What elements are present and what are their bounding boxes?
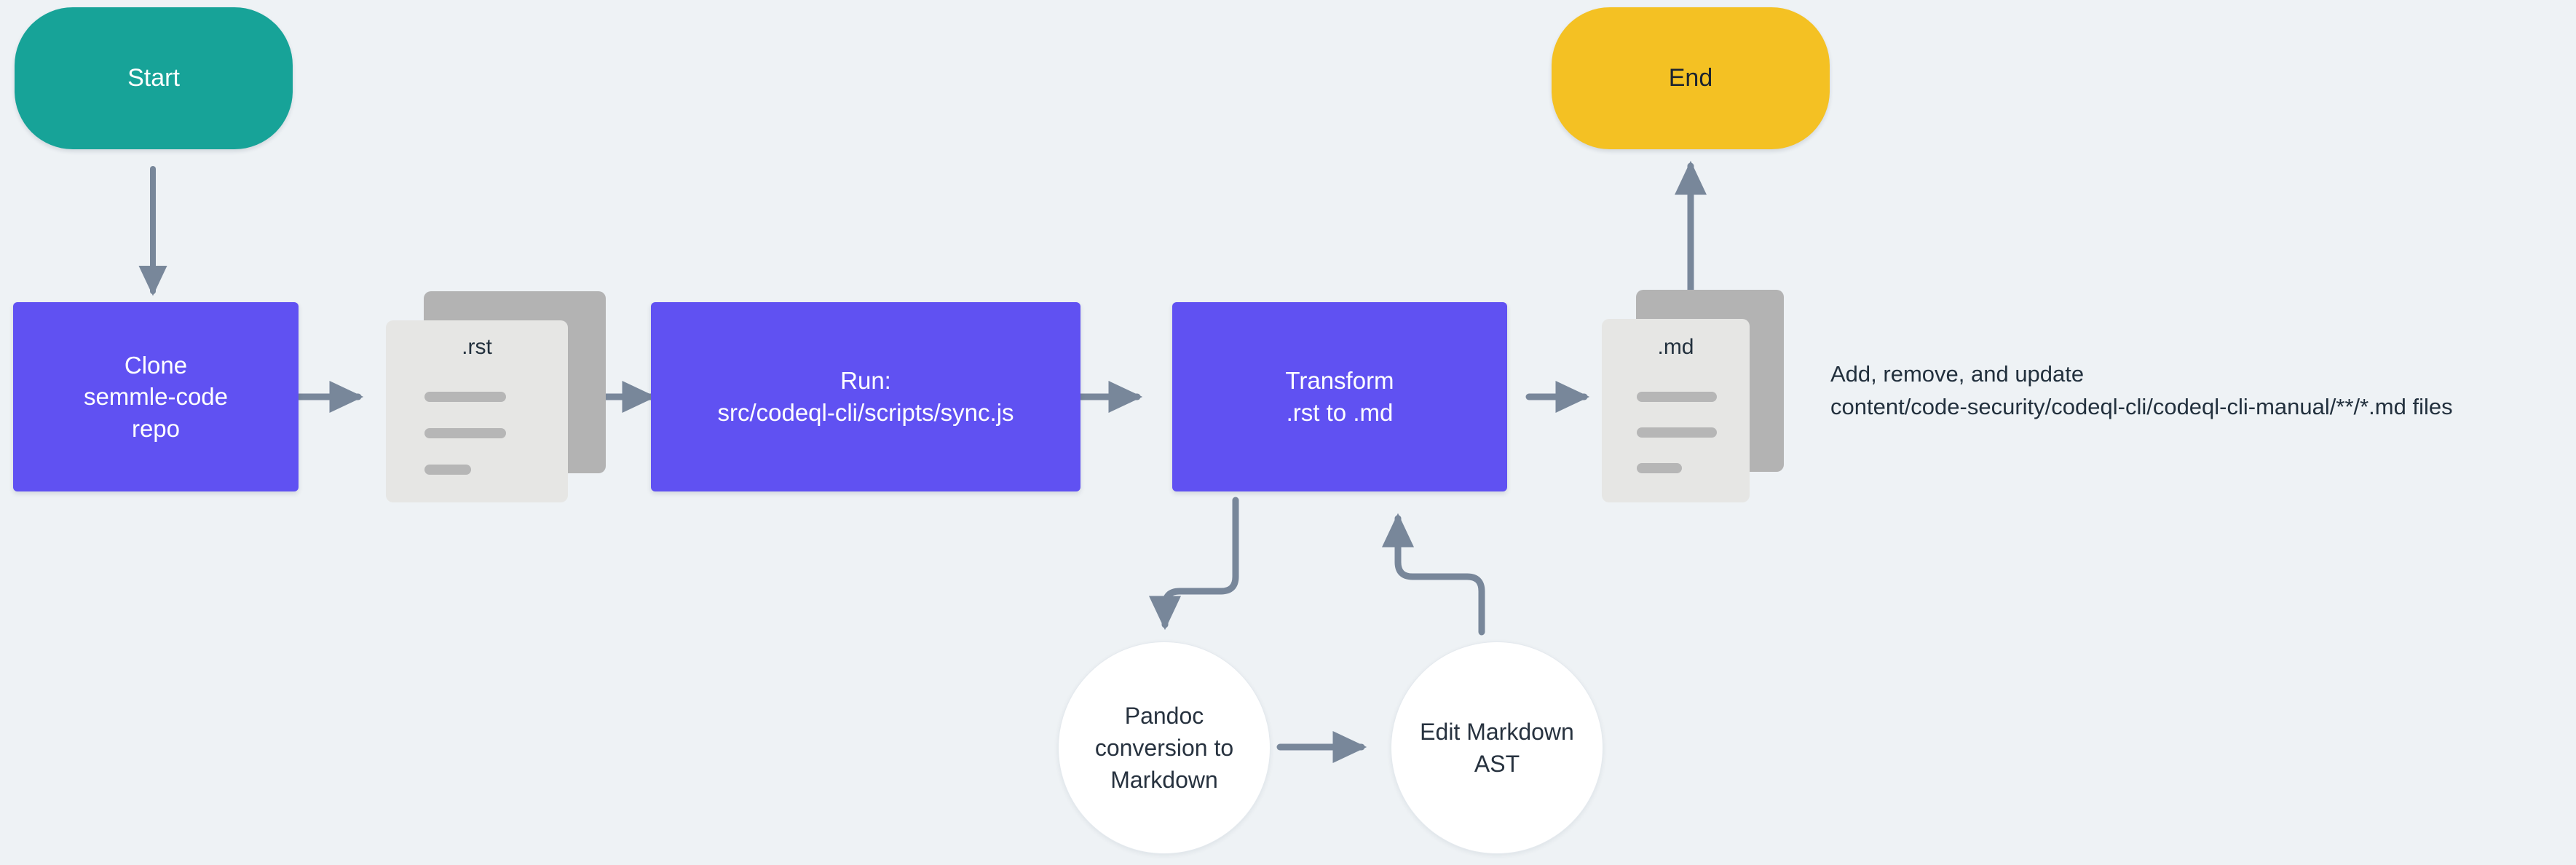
node-run-script-label: Run: src/codeql-cli/scripts/sync.js (717, 367, 1014, 426)
node-end[interactable]: End (1552, 7, 1830, 149)
node-clone-repo-label: Clone semmle-code repo (83, 351, 229, 442)
doc-line-2-icon (424, 428, 506, 438)
node-start-label: Start (127, 64, 180, 92)
edge-transform-to-pandoc (1148, 497, 1239, 631)
edge-editast-to-transform (1381, 513, 1485, 636)
doc-line-2-icon (1637, 427, 1717, 438)
annotation-md-note: Add, remove, and update content/code-sec… (1830, 361, 2453, 419)
node-clone-repo[interactable]: Clone semmle-code repo (13, 302, 299, 491)
doc-line-3-icon (1637, 463, 1682, 473)
node-transform-label: Transform .rst to .md (1285, 367, 1394, 426)
node-pandoc-conversion-label: Pandoc conversion to Markdown (1094, 702, 1234, 794)
node-transform[interactable]: Transform .rst to .md (1172, 302, 1507, 491)
document-stack-rst-label: .rst (462, 335, 492, 359)
node-run-script[interactable]: Run: src/codeql-cli/scripts/sync.js (651, 302, 1080, 491)
doc-line-1-icon (424, 392, 506, 402)
document-stack-rst[interactable]: .rst (386, 291, 606, 502)
node-edit-markdown-ast-label: Edit Markdown AST (1420, 718, 1574, 777)
document-stack-md[interactable]: .md (1602, 290, 1784, 502)
node-edit-markdown-ast[interactable]: Edit Markdown AST (1391, 641, 1603, 854)
doc-line-1-icon (1637, 392, 1717, 402)
node-pandoc-conversion[interactable]: Pandoc conversion to Markdown (1058, 641, 1271, 854)
document-stack-md-label: .md (1657, 335, 1694, 359)
doc-line-3-icon (424, 465, 471, 475)
node-end-label: End (1668, 64, 1713, 92)
node-start[interactable]: Start (15, 7, 293, 149)
sheet-front-icon (386, 320, 568, 502)
